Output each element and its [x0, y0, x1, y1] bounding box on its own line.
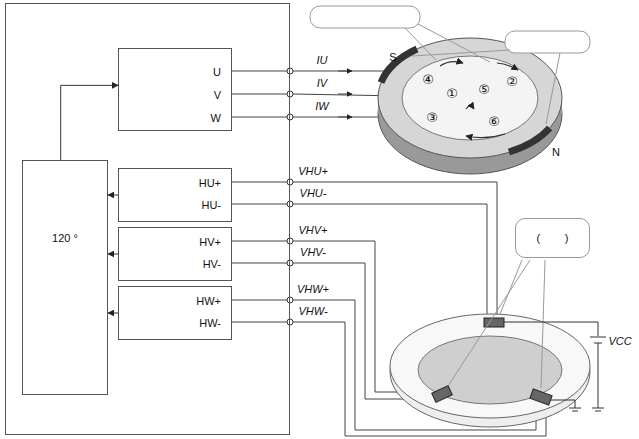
node-text: HU+: [199, 172, 221, 194]
callout-box: ( ): [515, 218, 590, 258]
callout-number: ②: [506, 75, 518, 89]
inverter-box: UVW: [118, 48, 232, 131]
callout-number: ⑤: [478, 83, 490, 97]
leader-lines: [448, 260, 545, 388]
node-text: HU-: [201, 194, 221, 216]
supply: [504, 322, 606, 411]
node-text: V: [214, 84, 221, 107]
motor-illustration: [378, 38, 562, 174]
node-text: U: [213, 61, 221, 84]
signal-name: VHW-: [298, 305, 327, 317]
driver-housing: UVWHU+HU-HV+HV-HW+HW-120 °: [5, 3, 290, 435]
signal-name: VHU-: [300, 187, 327, 199]
node-text: HW+: [196, 290, 221, 312]
supply-label: VCC: [608, 335, 631, 347]
hall-amp-box: HW+HW-: [118, 286, 232, 340]
hall-disc: [390, 260, 606, 427]
callout-number: ③: [426, 111, 438, 125]
signal-name: VHV-: [300, 246, 326, 258]
node-text: HV+: [199, 231, 221, 253]
magnet-pole: N: [552, 146, 560, 158]
hall-amp-box: HV+HV-: [118, 227, 232, 281]
signal-arrow: [61, 85, 118, 160]
callout-number: ⑥: [488, 115, 500, 129]
callout-number: ④: [422, 73, 434, 87]
hall-sensor: [432, 318, 552, 405]
signal-name: VHW+: [297, 283, 329, 295]
node-text: W: [211, 107, 221, 130]
current-label: IU: [317, 54, 328, 66]
node-text: HV-: [203, 253, 221, 275]
signal-name: VHU+: [298, 165, 328, 177]
hall-amp-box: HU+HU-: [118, 168, 232, 222]
current-label: IV: [317, 77, 327, 89]
terminals: [287, 68, 293, 325]
current-label: IW: [315, 100, 328, 112]
signal-arrow: [108, 195, 118, 196]
node-text: ( ): [537, 231, 569, 245]
signal-arrow: [108, 313, 118, 314]
node-text: 120 °: [52, 231, 78, 245]
signal-arrow: [108, 254, 118, 255]
magnet-pole: S: [389, 51, 396, 63]
signal-name: VHV+: [298, 224, 327, 236]
node-text: HW-: [199, 312, 221, 334]
empty-callouts: [310, 6, 590, 124]
callout-number: ①: [446, 87, 458, 101]
logic-box: 120 °: [22, 160, 108, 395]
